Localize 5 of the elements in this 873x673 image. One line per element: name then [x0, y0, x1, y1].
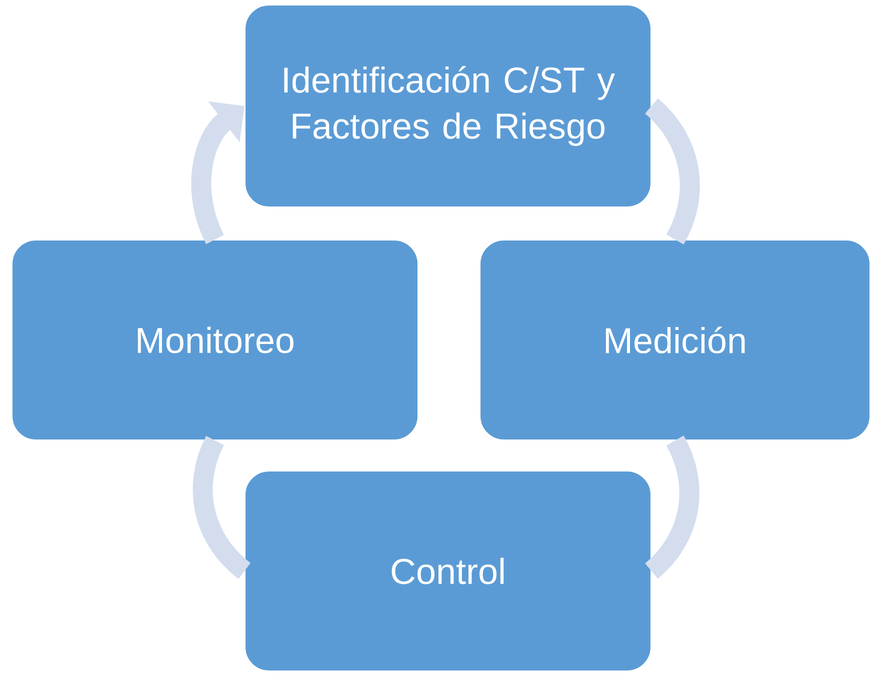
cycle-arrow	[191, 101, 244, 244]
process-box: Identificación C/ST y Factores de Riesgo	[244, 4, 652, 208]
process-box: Medición	[480, 240, 870, 440]
process-box: Control	[244, 470, 652, 672]
process-box: Monitoreo	[12, 240, 418, 440]
